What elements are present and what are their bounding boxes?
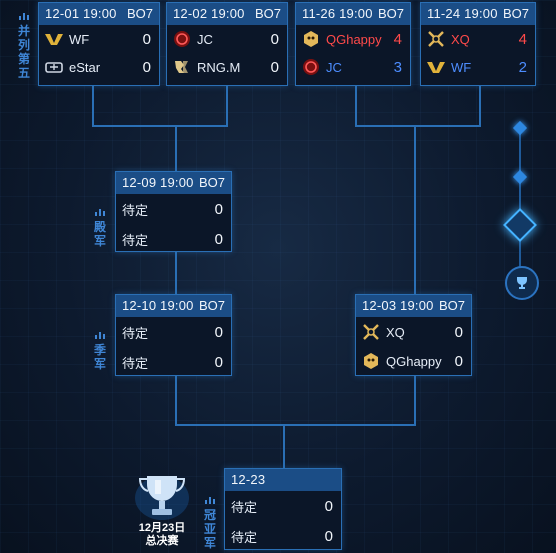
bars-icon <box>95 332 105 339</box>
match-header: 12-23 <box>225 469 341 491</box>
team-row-winner[interactable]: QGhappy 4 <box>296 25 410 53</box>
team-row[interactable]: eStar 0 <box>39 53 159 81</box>
connector <box>414 376 416 425</box>
connector <box>414 125 416 294</box>
connector <box>175 376 177 425</box>
match-card[interactable]: 11-24 19:00 BO7 XQ 4 WF 2 <box>420 2 536 86</box>
match-card[interactable]: 12-10 19:00 BO7 待定 0 待定 0 <box>115 294 232 376</box>
team-row[interactable]: 待定 0 <box>122 323 223 341</box>
team-row[interactable]: 待定 0 <box>231 527 333 545</box>
wf-logo-icon <box>427 58 445 76</box>
connector <box>92 125 228 127</box>
match-card[interactable]: 11-26 19:00 BO7 QGhappy 4 JC 3 <box>295 2 411 86</box>
final-match-card[interactable]: 12-23 待定 0 待定 0 <box>224 468 342 550</box>
jc-logo-icon <box>302 58 320 76</box>
connector <box>355 86 357 126</box>
connector <box>175 125 177 171</box>
team-row[interactable]: XQ 0 <box>356 317 471 347</box>
connector <box>92 86 94 126</box>
match-card[interactable]: 12-01 19:00 BO7 WF 0 eStar 0 <box>38 2 160 86</box>
grand-final-badge <box>133 468 191 550</box>
team-row[interactable]: 待定 0 <box>231 497 333 515</box>
trophy-nav-icon[interactable] <box>505 266 539 300</box>
team-row[interactable]: 待定 0 <box>122 353 223 371</box>
bars-icon <box>205 497 215 504</box>
connector <box>226 86 228 126</box>
match-header: 12-10 19:00 BO7 <box>116 295 231 317</box>
connector <box>175 424 416 426</box>
qghappy-logo-icon <box>362 352 380 370</box>
connector <box>355 125 481 127</box>
wf-logo-icon <box>45 30 63 48</box>
jc-logo-icon <box>173 30 191 48</box>
match-header: 11-26 19:00 BO7 <box>296 3 410 25</box>
progress-track <box>519 128 521 268</box>
rng-logo-icon <box>173 58 191 76</box>
connector <box>479 86 481 126</box>
xq-logo-icon <box>427 30 445 48</box>
qghappy-logo-icon <box>302 30 320 48</box>
match-header: 12-09 19:00 BO7 <box>116 172 231 194</box>
stage-label-tied-fifth: 并列第五 <box>17 12 31 80</box>
match-header: 12-01 19:00 BO7 <box>39 3 159 25</box>
xq-logo-icon <box>362 323 380 341</box>
match-header: 12-02 19:00 BO7 <box>167 3 287 25</box>
match-card[interactable]: 12-02 19:00 BO7 JC 0 RNG.M 0 <box>166 2 288 86</box>
team-row[interactable]: WF 0 <box>39 25 159 53</box>
team-row-winner[interactable]: XQ 4 <box>421 25 535 53</box>
stage-label-fourth: 季军 <box>93 331 107 371</box>
match-card[interactable]: 12-09 19:00 BO7 待定 0 待定 0 <box>115 171 232 252</box>
team-row-loser[interactable]: JC 3 <box>296 53 410 81</box>
match-card[interactable]: 12-03 19:00 BO7 XQ 0 QGhappy 0 <box>355 294 472 376</box>
match-header: 11-24 19:00 BO7 <box>421 3 535 25</box>
match-header: 12-03 19:00 BO7 <box>356 295 471 317</box>
team-row[interactable]: JC 0 <box>167 25 287 53</box>
bars-icon <box>19 13 29 20</box>
stage-label-champion: 冠亚军 <box>203 496 217 550</box>
connector <box>175 251 177 294</box>
trophy-icon <box>135 476 189 520</box>
bars-icon <box>95 209 105 216</box>
team-row[interactable]: 待定 0 <box>122 200 223 218</box>
team-row[interactable]: 待定 0 <box>122 230 223 248</box>
grand-final-date: 12月23日 总决赛 <box>138 522 186 547</box>
connector <box>283 424 285 469</box>
estar-logo-icon <box>45 58 63 76</box>
team-row[interactable]: RNG.M 0 <box>167 53 287 81</box>
team-row-loser[interactable]: WF 2 <box>421 53 535 81</box>
team-row[interactable]: QGhappy 0 <box>356 347 471 375</box>
stage-label-fifth: 殿军 <box>93 208 107 248</box>
